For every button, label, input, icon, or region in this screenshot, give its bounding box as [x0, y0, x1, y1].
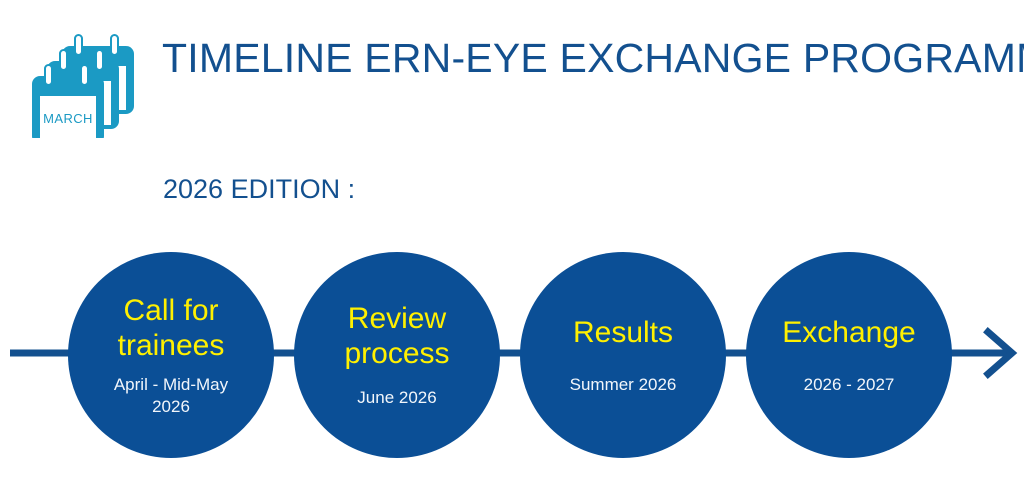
timeline: Call for trainees April - Mid-May 2026 R… [0, 240, 1024, 488]
timeline-node-review-process[interactable]: Review process June 2026 [294, 252, 500, 458]
calendar-month-label: MARCH [43, 111, 93, 126]
node-title: Review process [344, 302, 450, 370]
timeline-node-call-for-trainees[interactable]: Call for trainees April - Mid-May 2026 [68, 252, 274, 458]
timeline-node-results[interactable]: Results Summer 2026 [520, 252, 726, 458]
page-title: TIMELINE ERN-EYE EXCHANGE PROGRAMME [162, 35, 1024, 81]
stacked-calendars-icon: MARCH [24, 22, 148, 144]
node-subtitle: April - Mid-May 2026 [113, 374, 229, 416]
edition-label: 2026 EDITION : [163, 174, 356, 204]
node-subtitle: Summer 2026 [569, 374, 677, 394]
node-title: Call for trainees [117, 293, 225, 362]
header: MARCH TIMELINE ERN-EYE EXCHANGE PROGRAMM… [0, 0, 1024, 204]
timeline-nodes: Call for trainees April - Mid-May 2026 R… [0, 240, 1024, 488]
node-title: Results [572, 315, 674, 349]
timeline-node-exchange[interactable]: Exchange 2026 - 2027 [746, 252, 952, 458]
node-title: Exchange [782, 315, 916, 349]
node-subtitle: 2026 - 2027 [803, 374, 895, 394]
node-subtitle: June 2026 [357, 388, 437, 407]
